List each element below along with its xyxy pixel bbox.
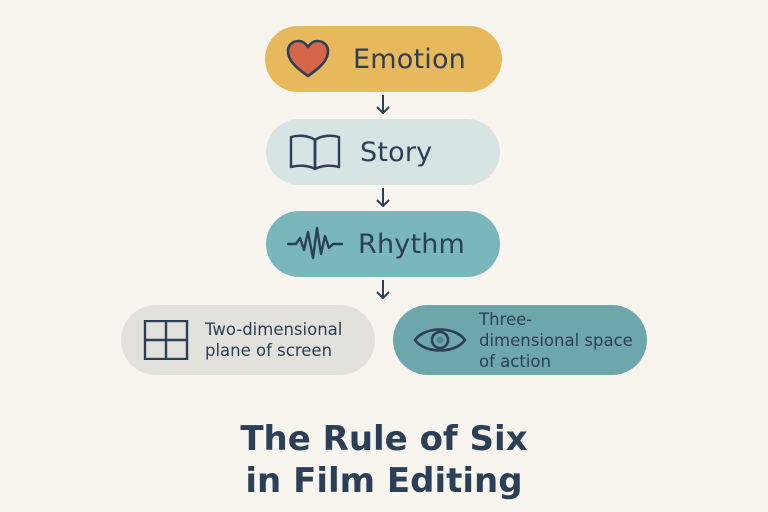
diagram-title: The Rule of Six in Film Editing bbox=[240, 419, 528, 501]
eye-icon bbox=[413, 322, 467, 358]
story-pill: Story bbox=[266, 119, 500, 185]
heart-icon bbox=[285, 39, 331, 79]
two-dimensional-plane-pill: Two-dimensional plane of screen bbox=[121, 305, 375, 375]
arrow-down-icon bbox=[376, 280, 390, 299]
emotion-label: Emotion bbox=[353, 43, 466, 75]
three-dimensional-space-label: Three- dimensional space of action bbox=[479, 309, 633, 371]
arrow-down-icon bbox=[376, 95, 390, 114]
arrow-down-icon bbox=[376, 188, 390, 207]
rhythm-pill: Rhythm bbox=[266, 211, 500, 277]
rhythm-label: Rhythm bbox=[358, 228, 466, 260]
story-label: Story bbox=[360, 136, 433, 168]
grid-icon bbox=[143, 320, 189, 360]
emotion-pill: Emotion bbox=[265, 26, 502, 92]
waveform-icon bbox=[286, 224, 344, 264]
two-dimensional-plane-label: Two-dimensional plane of screen bbox=[205, 320, 343, 360]
book-icon bbox=[288, 132, 342, 172]
three-dimensional-space-pill: Three- dimensional space of action bbox=[393, 305, 647, 375]
